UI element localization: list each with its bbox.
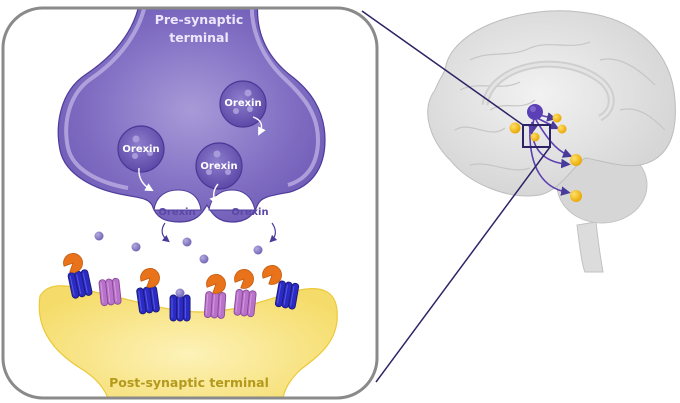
diffusion-arrow	[269, 222, 278, 243]
target-dot	[552, 113, 562, 123]
receptor-ox2r	[233, 288, 257, 318]
zoom-region-box	[522, 124, 551, 148]
target-dot	[570, 154, 582, 166]
orexin-particle	[131, 242, 141, 252]
antagonist-molecule	[262, 265, 282, 285]
orexin-particle	[182, 237, 192, 247]
receptor-helix	[169, 294, 178, 322]
receptor-helix	[182, 294, 191, 322]
brain-folds	[454, 41, 666, 171]
presynaptic-terminal	[57, 8, 326, 223]
release-arrow	[252, 116, 266, 136]
receptor-helix	[217, 292, 227, 319]
released-orexin-label: Orexin	[158, 207, 195, 218]
target-dot	[530, 132, 540, 142]
vesicle: Orexin	[219, 80, 267, 136]
free-orexin-particles	[94, 231, 263, 264]
orexin-particle	[94, 231, 104, 241]
release-arrow	[209, 183, 219, 205]
postsynaptic-label: Post-synaptic terminal	[109, 375, 269, 390]
receptor-ox2r	[203, 291, 227, 319]
antagonist-molecule	[234, 269, 254, 289]
diffusion-arrow	[161, 222, 170, 243]
release-arrow	[138, 167, 154, 192]
vesicle: Orexin	[195, 142, 243, 205]
orexin-particle	[199, 254, 209, 264]
vesicle-label: Orexin	[200, 161, 237, 172]
receptor-helix	[176, 294, 184, 322]
bound-orexin	[175, 288, 185, 298]
vesicle-label: Orexin	[122, 144, 159, 155]
cerebrum	[427, 10, 676, 197]
receptor-ox2r	[98, 277, 122, 307]
brain-inset	[427, 10, 676, 273]
target-dot	[509, 122, 521, 134]
released-orexin-label: Orexin	[231, 207, 268, 218]
postsynaptic-terminal	[38, 285, 338, 398]
target-dot	[570, 190, 582, 202]
target-dot	[557, 124, 567, 134]
synapse-panel	[1, 6, 379, 400]
orexin-nucleus	[527, 104, 543, 120]
brainstem	[576, 221, 604, 273]
release-pocket-left	[153, 189, 202, 211]
connector-line-top	[361, 10, 524, 126]
panel-border	[1, 6, 379, 400]
antagonist-molecule	[140, 268, 160, 288]
receptor-ox1r	[136, 285, 160, 315]
orexin-particle	[253, 245, 263, 255]
receptor-layer	[63, 253, 300, 322]
receptor-ox1r	[169, 294, 191, 322]
antagonist-molecule	[206, 274, 226, 294]
receptor-ox1r	[274, 280, 300, 310]
vesicle-label: Orexin	[224, 98, 261, 109]
vesicle: Orexin	[117, 125, 165, 192]
connector-line-bottom	[375, 146, 551, 383]
target-regions	[509, 113, 582, 202]
presynaptic-label-line1: Pre-synaptic	[155, 12, 244, 27]
antagonist-molecule	[63, 253, 83, 273]
receptor-ox1r	[67, 269, 93, 299]
presynaptic-label-line2: terminal	[169, 30, 229, 45]
